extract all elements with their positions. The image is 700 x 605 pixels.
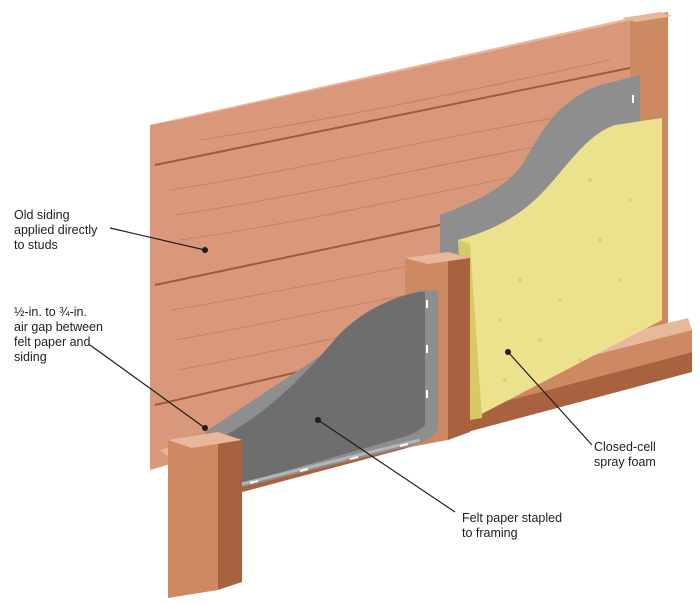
leader-old-siding [109,227,206,251]
leader-spray-foam [507,351,593,446]
old-siding-label: Old siding applied directly to studs [14,208,98,252]
siding-top-edge [150,14,660,125]
leader-dots [202,247,511,431]
felt-paper-lower-face [215,292,425,490]
leader-lines [89,227,593,513]
middle-stud-top [405,252,470,264]
spray-foam-label: Closed-cell spray foam [594,440,656,469]
left-stud-side [218,432,242,590]
left-stud-front [168,432,218,598]
spray-foam [458,118,662,420]
staples [249,95,634,484]
felt-paper-label: Felt paper stapled to framing [462,511,563,540]
staple-strip [224,438,421,490]
end-post-top [622,12,672,22]
siding-board-seam [154,67,631,166]
foam-texture [498,178,632,382]
leader-felt-paper [317,419,456,513]
middle-stud-side [448,252,470,440]
leader-air-gap [89,344,206,429]
air-gap-label: ½-in. to ¾-in. air gap between felt pape… [14,305,103,364]
left-stud-top [168,432,242,448]
